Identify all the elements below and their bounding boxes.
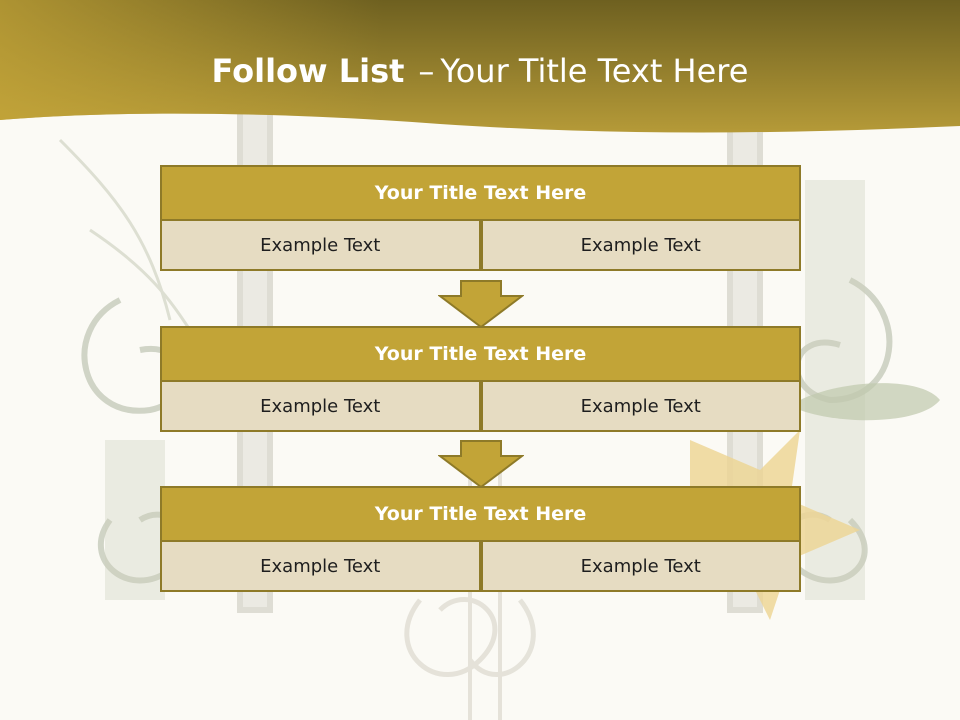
flow-block-cell: Example Text: [480, 221, 801, 271]
slide-title-text: Your Title Text Here: [440, 52, 749, 90]
flow-block-title: Your Title Text Here: [160, 486, 801, 542]
down-arrow-icon: [438, 280, 524, 328]
slide-title-bold: Follow List: [211, 52, 405, 90]
header-band: [0, 0, 960, 133]
flow-block-row: Example Text Example Text: [160, 221, 801, 271]
slide-title: Follow List–Your Title Text Here: [0, 52, 960, 90]
flow-block-row: Example Text Example Text: [160, 382, 801, 432]
flow-block-cell: Example Text: [160, 221, 481, 271]
flow-block-3: Your Title Text Here Example Text Exampl…: [160, 486, 801, 592]
flow-block-2: Your Title Text Here Example Text Exampl…: [160, 326, 801, 432]
flow-block-row: Example Text Example Text: [160, 542, 801, 592]
flow-block-title: Your Title Text Here: [160, 165, 801, 221]
down-arrow-icon: [438, 440, 524, 488]
slide-title-separator: –: [418, 52, 435, 90]
flow-block-title: Your Title Text Here: [160, 326, 801, 382]
flow-block-cell: Example Text: [160, 382, 481, 432]
flow-block-cell: Example Text: [480, 542, 801, 592]
flow-block-cell: Example Text: [160, 542, 481, 592]
flow-block-1: Your Title Text Here Example Text Exampl…: [160, 165, 801, 271]
flow-block-cell: Example Text: [480, 382, 801, 432]
